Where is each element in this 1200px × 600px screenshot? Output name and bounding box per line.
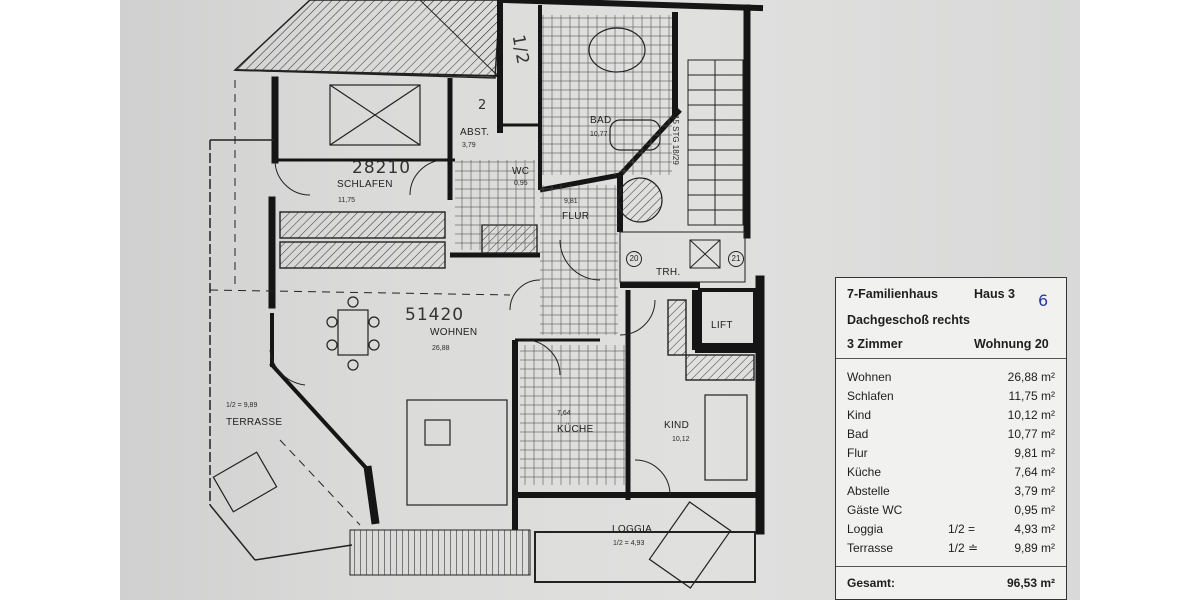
room-label-kueche: KÜCHE [557, 424, 594, 435]
outer-walls [268, 0, 765, 535]
railings [349, 529, 756, 583]
area-name: Abstelle [847, 484, 890, 498]
landing [619, 231, 746, 283]
terrace-outline [209, 80, 511, 561]
area-value: 10,12 m² [1007, 408, 1055, 422]
room-area-schlafen: 11,75 [338, 197, 355, 204]
area-name: Loggia [847, 522, 884, 536]
stair-text: 15 STG 18/29 [671, 115, 680, 165]
area-name: Wohnen [847, 370, 892, 384]
room-area-wc: 0,95 [514, 180, 528, 187]
stair-marker-20: 20 [626, 251, 642, 267]
roof-hatch [233, 0, 501, 80]
room-area-bad: 10,77 [590, 131, 608, 138]
room-label-wohnen: WOHNEN [430, 327, 478, 338]
room-area-terrasse: 1/2 = 9,89 [226, 402, 258, 409]
total-value: 96,53 m² [1006, 576, 1055, 590]
stair-marker-21: 21 [728, 251, 744, 267]
furniture [212, 27, 748, 589]
room-label-bad: BAD [590, 115, 612, 126]
room-count: 3 Zimmer [847, 337, 903, 351]
area-table: 7-Familienhaus Haus 3 6 Dachgeschoß rech… [835, 277, 1067, 600]
stairs [687, 59, 744, 269]
area-value: 4,93 m² [1014, 522, 1055, 536]
area-value: 26,88 m² [1007, 370, 1055, 384]
room-area-kueche: 7,64 [557, 410, 571, 417]
area-value: 11,75 m² [1008, 389, 1055, 403]
lift-box [698, 288, 757, 347]
room-area-flur: 9,81 [564, 198, 578, 205]
tiled-areas [455, 15, 672, 485]
handwritten-note-6: 6 [1038, 291, 1049, 310]
handwritten-note-2: 2 [478, 98, 488, 113]
area-name: Terrasse [847, 541, 894, 555]
area-name: Kind [847, 408, 872, 422]
room-area-loggia: 1/2 = 4,93 [613, 540, 645, 547]
area-factor: 1/2 = [948, 522, 976, 536]
room-label-trh: TRH. [656, 267, 681, 278]
apartment-number: Wohnung 20 [974, 337, 1049, 351]
floor-location: Dachgeschoß rechts [847, 313, 970, 327]
area-value: 10,77 m² [1007, 427, 1055, 441]
area-value: 9,89 m² [1014, 541, 1055, 555]
area-name: Flur [847, 446, 868, 460]
area-name: Schlafen [847, 389, 894, 403]
room-label-schlafen: SCHLAFEN [337, 179, 393, 190]
area-value: 7,64 m² [1014, 465, 1055, 479]
table-divider [836, 358, 1066, 359]
area-value: 0,95 m² [1014, 503, 1055, 517]
interior-walls [272, 5, 760, 530]
room-label-loggia: LOGGIA [612, 524, 653, 535]
handwritten-dim-schlafen: 28210 [352, 158, 412, 178]
room-area-wohnen: 26,88 [432, 345, 450, 352]
room-label-lift: LIFT [711, 320, 733, 331]
area-value: 3,79 m² [1014, 484, 1055, 498]
handwritten-dim-wohnen: 51420 [405, 305, 465, 325]
floor-plan [209, 0, 765, 589]
house-number: Haus 3 [974, 287, 1015, 301]
room-label-terrasse: TERRASSE [226, 417, 283, 428]
area-value: 9,81 m² [1014, 446, 1055, 460]
room-label-flur: FLUR [562, 211, 590, 222]
building-type: 7-Familienhaus [847, 287, 938, 301]
area-name: Küche [847, 465, 882, 479]
total-divider [836, 566, 1066, 567]
room-area-abst: 3,79 [462, 142, 476, 149]
total-label: Gesamt: [847, 576, 896, 590]
area-factor: 1/2 ≐ [948, 541, 979, 555]
room-area-kind: 10,12 [672, 436, 690, 443]
room-label-wc: WC [512, 166, 530, 177]
doors [269, 159, 671, 496]
room-label-abst: ABST. [460, 127, 490, 138]
room-label-kind: KIND [664, 420, 690, 431]
area-name: Bad [847, 427, 869, 441]
area-name: Gäste WC [847, 503, 903, 517]
